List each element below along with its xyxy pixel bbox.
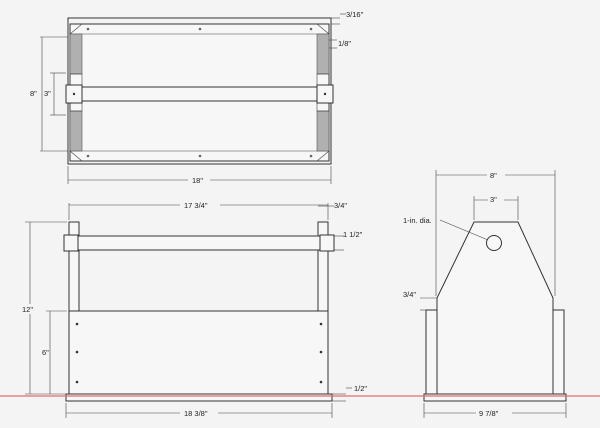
dim-end-base-width: 9 7/8" [479,409,499,418]
dim-front-overall-height: 12" [22,305,33,314]
front-view-base [65,393,333,402]
dim-top-edge: 3/16" [346,10,364,19]
dim-front-side-height: 6" [42,348,49,357]
dim-top-end-thickness: 1/8" [338,39,351,48]
end-view-handle-hole [486,235,502,251]
end-view-left-side [425,309,438,395]
dim-top-length: 18" [192,176,203,185]
label-end-hole: 1-in. dia. [403,216,432,225]
front-view-side-board [68,310,329,395]
dim-end-top-width: 8" [490,171,497,180]
dim-top-width: 8" [30,89,37,98]
end-view-right-side [552,309,565,395]
dim-end-top-flat: 3" [490,195,497,204]
top-view: 3/16" 1/8" 8" 3" 18" [30,10,364,185]
dim-front-end-thickness: 3/4" [334,201,347,210]
dim-front-handle-dia: 1 1/2" [343,230,363,239]
end-view-base [423,393,567,402]
dim-front-inner-length: 17 3/4" [184,201,208,210]
front-view-handle-dowel [67,235,332,251]
dim-top-handle-width: 3" [44,89,51,98]
dim-end-side-thickness: 3/4" [403,290,416,299]
top-view-right-end-lower [316,110,330,152]
dim-front-bottom-thickness: 1/2" [354,384,367,393]
dim-front-base-length: 18 3/8" [184,409,208,418]
top-view-handle-dowel [81,86,318,102]
front-view: 17 3/4" 3/4" 1 1/2" 12" 6" 1/2" 18 3/8" [20,200,367,418]
top-view-left-end-lower [69,110,83,152]
end-view: 8" 3" 1-in. dia. 3/4" 9 7/8" [403,170,567,418]
top-view-left-end-upper [69,33,83,75]
top-view-right-end-upper [316,33,330,75]
